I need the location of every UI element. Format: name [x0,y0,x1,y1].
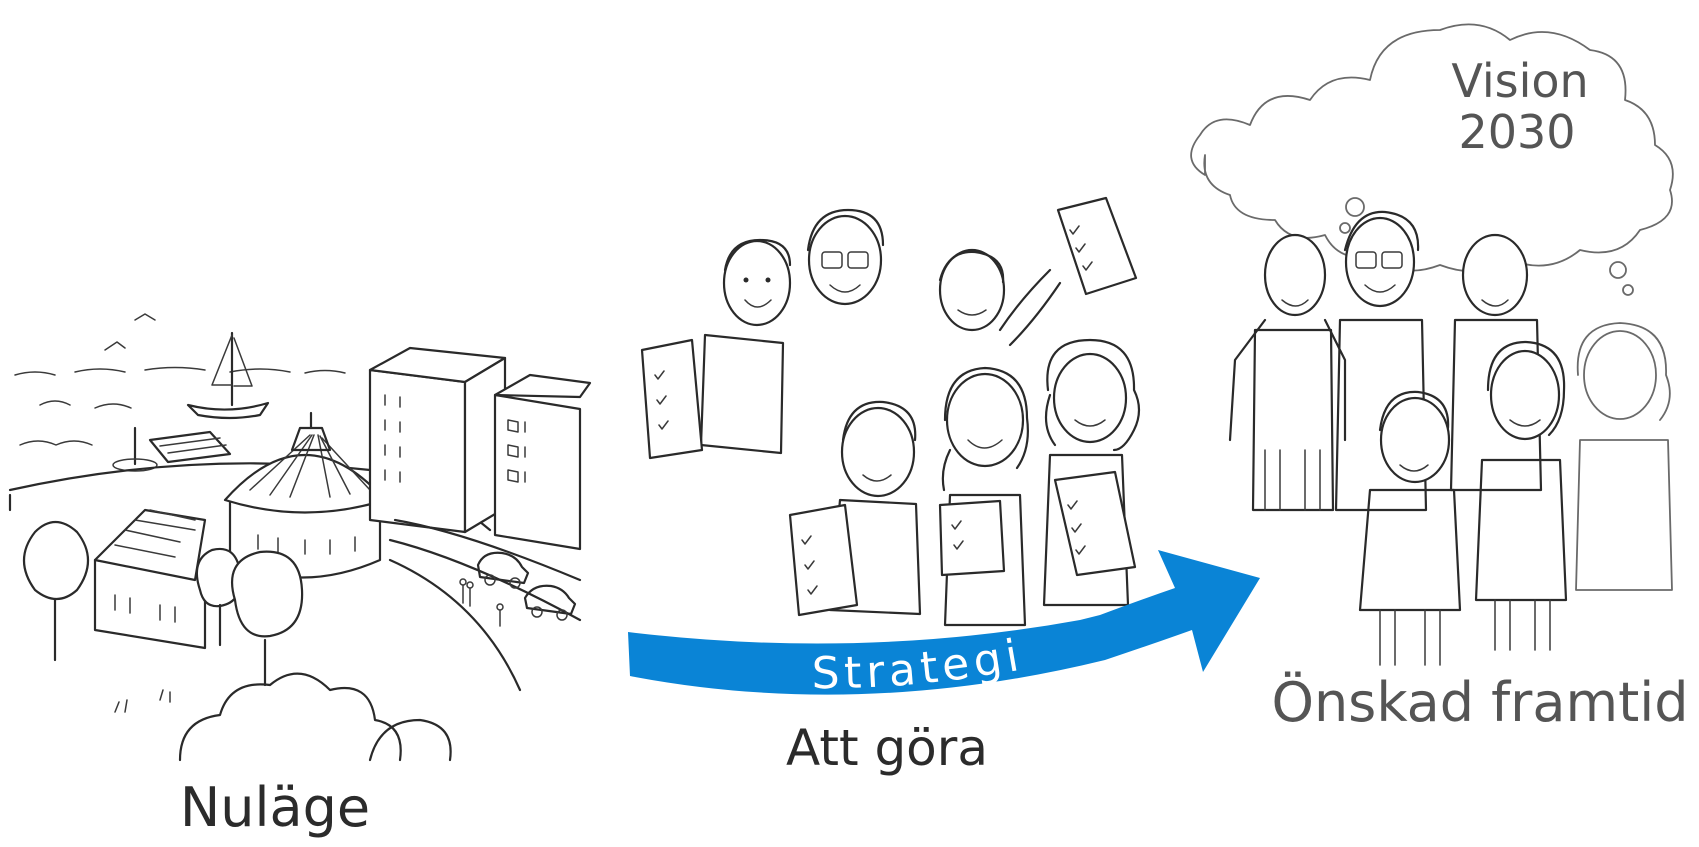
future-illustration: Vision 2030 [1191,24,1673,665]
checklist-raised [1058,198,1136,294]
person-back-right-arm-up [940,250,1060,345]
person-back-left [701,240,790,453]
strategy-label: Strategi [812,629,1028,699]
checklist-front-center [940,501,1004,575]
current-state-label: Nuläge [180,776,370,839]
to-do-label: Att göra [786,719,988,777]
vision-cloud: Vision 2030 [1191,24,1673,295]
apartment-blocks [370,348,590,549]
future-person-front-boy [1360,392,1460,665]
future-person-left [1230,235,1345,510]
sea-waves [15,314,345,445]
gabled-house [95,510,205,648]
team-illustration [642,198,1139,625]
future-person-front-girl [1476,342,1566,650]
sailboat [188,333,268,418]
vision-label-line1: Vision [1451,54,1588,108]
round-building [225,413,385,578]
checklist-front-left [790,505,857,615]
person-front-girl [943,368,1028,625]
vision-label-line2: 2030 [1458,105,1575,159]
checklist-left [642,340,702,458]
current-state-illustration [10,314,590,760]
desired-future-label: Önskad framtid [1271,671,1688,734]
person-back-glasses [808,210,883,304]
future-person-far-right [1576,323,1672,590]
